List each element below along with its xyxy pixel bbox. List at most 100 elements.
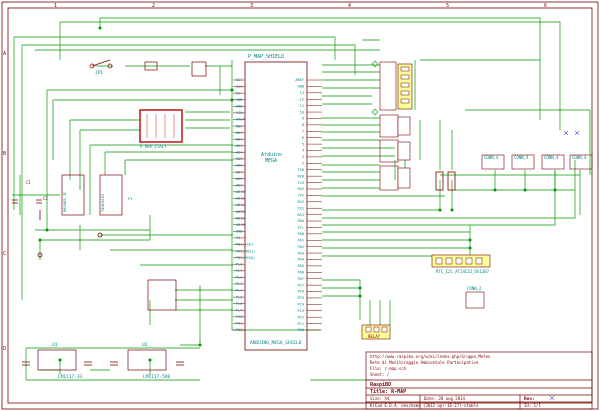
board-pin-label: 5 xyxy=(302,142,304,146)
board-pin-label: AD13 xyxy=(236,210,245,214)
board-pin-label: AD15 xyxy=(236,223,245,227)
board-pin-label: 6 xyxy=(302,136,304,140)
board-pin-label: PA2 xyxy=(298,245,305,249)
u2-name: LM1117-5V0 xyxy=(143,374,170,380)
resistor-pair xyxy=(435,171,456,191)
board-pin-label: 11 xyxy=(300,104,304,108)
board-pin-label: PA5 xyxy=(298,264,305,268)
board-pin-label: TX0 xyxy=(298,168,305,172)
board-pin-label: 5V xyxy=(236,91,241,95)
left-chips xyxy=(61,174,177,311)
board-pin-label: RX2 xyxy=(298,200,305,204)
regulator-u2: U2 LM1117-5V0 xyxy=(127,342,170,380)
board-pin-label: 10 xyxy=(300,110,304,114)
board-pin-label: PG2 xyxy=(236,328,243,332)
c1-label: C1 xyxy=(26,180,31,185)
conn4-2: CONN_4 xyxy=(514,155,529,160)
tb-file: File: r-map.sch xyxy=(370,366,407,371)
rtc-header: RTC_I2C_AT24C32_DS1307 xyxy=(431,254,491,274)
rtc-label: RTC_I2C_AT24C32_DS1307 xyxy=(436,269,490,274)
board-pin-label: SDA xyxy=(298,219,305,223)
board-pin-label: 3 xyxy=(302,155,304,159)
board-pin-label: RX0 xyxy=(298,174,305,178)
relay-bottom-label: RELAY xyxy=(368,334,381,339)
bus-header-label: P_MAP_ITALY xyxy=(140,144,167,149)
frame-row-d: D xyxy=(3,346,6,352)
conn2: CONN_2 xyxy=(465,286,485,309)
conn4-3: CONN_4 xyxy=(544,155,559,160)
board-pin-label: 4 xyxy=(302,149,304,153)
board-pin-label: PC0 xyxy=(298,328,305,332)
board-pin-label: TX3 xyxy=(298,181,305,185)
board-pin-label: AD3 xyxy=(236,144,243,148)
tb-id: Id: 1/1 xyxy=(524,403,541,408)
tb-org: RaspiBO xyxy=(370,382,391,388)
tb-rev: Rev: xyxy=(524,396,535,402)
board-pin-label: PL7 xyxy=(236,308,243,312)
board-pin-label: PC1 xyxy=(298,322,305,326)
board-pin-label: PG0 xyxy=(236,315,243,319)
bus-header: P_MAP_ITALY xyxy=(139,109,183,149)
board-pin-label: PA4 xyxy=(298,258,305,262)
board-pin-label: AD0 xyxy=(236,124,243,128)
regulator-caps xyxy=(22,361,184,366)
board-pin-label: AD12 xyxy=(236,203,245,207)
board-pin-label: GND xyxy=(298,85,305,89)
board-pin-label: PC5 xyxy=(298,296,305,300)
board-pin-label: PC3 xyxy=(298,309,305,313)
board-pin-label: PL2 xyxy=(236,276,243,280)
board-pin-label: PL3 xyxy=(236,282,243,286)
board-pin-label: PA3 xyxy=(298,251,305,255)
tb-url: http://www.raspibo.org/wiki/index.php/Gr… xyxy=(370,354,491,359)
frame-col-6: 6 xyxy=(544,3,547,9)
board-pin-label: AD8 xyxy=(236,177,243,181)
board-pin-label: 3V3 xyxy=(236,85,243,89)
frame-col-4: 4 xyxy=(348,3,351,9)
chip-mid-label: 74HC4051 xyxy=(100,193,105,212)
board-pin-label: VIN xyxy=(236,111,243,115)
board-pin-label: 13 xyxy=(300,91,304,95)
frame-row-a: A xyxy=(3,51,6,57)
c2-label: C2 xyxy=(43,196,48,201)
board-pin-label: AD7 xyxy=(236,170,243,174)
tb-desc: Rete di Monitoraggio Ambientale Partecip… xyxy=(370,360,479,365)
board-left-pins: RST3V35VGNDGNDVINAREFAD0AD1AD2AD3AD4AD5A… xyxy=(233,78,255,332)
board-pin-label: AD10 xyxy=(236,190,245,194)
board-pin-label: PA1 xyxy=(298,238,305,242)
board-pin-label: AD2 xyxy=(236,137,243,141)
relay-diamonds xyxy=(371,60,379,116)
board-pin-label: GND xyxy=(236,230,243,234)
board-pin-label: PB3(MISO) xyxy=(236,256,255,260)
chip-left-label: MAX485_IC xyxy=(62,191,67,212)
tb-kicad: KiCad E.D.A. eeschema (2012-apr-16-27)-s… xyxy=(370,403,479,408)
tb-size: Size: A4 xyxy=(370,396,390,401)
board-pin-label: RX1 xyxy=(298,213,305,217)
conn2-label: CONN_2 xyxy=(467,286,482,291)
board-pin-label: AD9 xyxy=(236,183,243,187)
no-connect-marks xyxy=(549,130,580,401)
junctions xyxy=(38,26,557,362)
tb-sheet: Sheet: / xyxy=(370,372,390,377)
capacitors-left xyxy=(12,199,103,258)
board-pin-label: AD4 xyxy=(236,151,243,155)
board-pin-label: 8 xyxy=(302,123,304,127)
board-pin-label: PG1 xyxy=(236,322,243,326)
board-name-1: Arduino xyxy=(261,152,282,158)
board-pin-label: PB1(SCK) xyxy=(236,243,253,247)
board-pin-label: 12 xyxy=(300,97,304,101)
conn4-4: CONN_4 xyxy=(572,155,587,160)
title-block: http://www.raspibo.org/wiki/index.php/Gr… xyxy=(365,351,593,410)
board-pin-label: PC6 xyxy=(298,290,305,294)
arduino-mega-symbol: P_MAP_SHIELD Arduino MEGA ARDUINO_MEGA_S… xyxy=(233,54,322,351)
board-pin-label: AD1 xyxy=(236,131,243,135)
board-pin-label: PL4 xyxy=(236,289,243,293)
board-pin-label: 9 xyxy=(302,117,304,121)
board-pin-label: AD5 xyxy=(236,157,243,161)
frame-row-c: C xyxy=(3,251,6,257)
u2-ref: U2 xyxy=(142,342,148,348)
bottom-relay: RELAY xyxy=(361,324,391,340)
board-pin-label: 2 xyxy=(302,162,304,166)
board-pin-label: AD11 xyxy=(236,197,245,201)
